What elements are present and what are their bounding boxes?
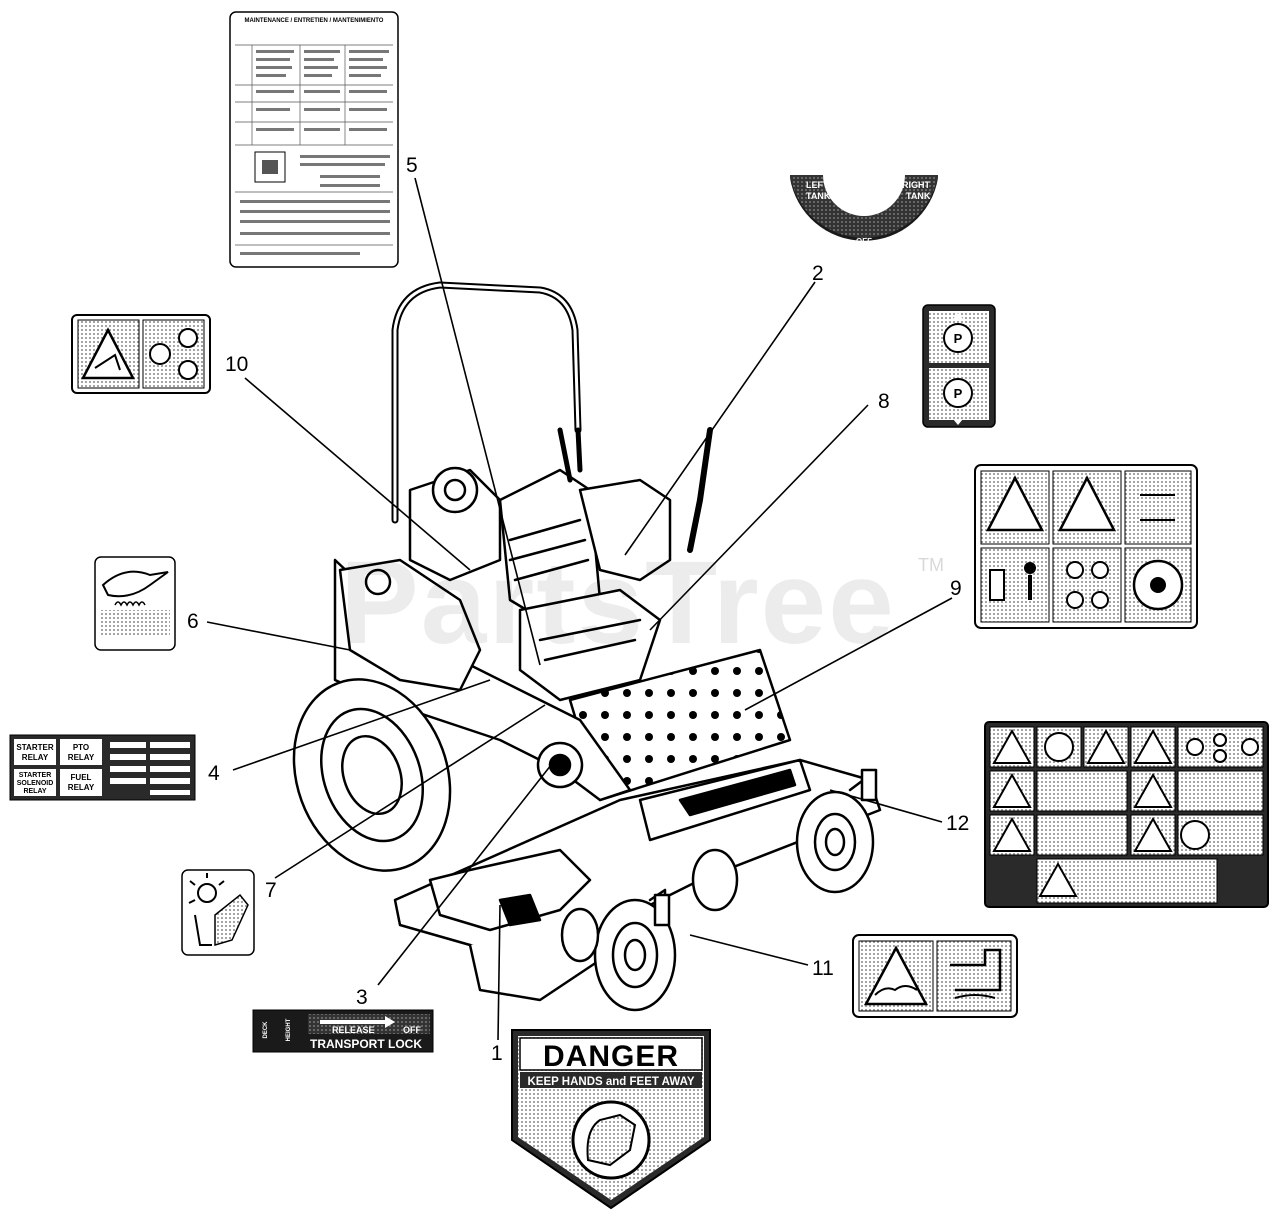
- safety-warning-decal-large: [984, 721, 1269, 908]
- svg-text:RELAY: RELAY: [22, 753, 49, 762]
- watermark: PartsTree: [340, 537, 896, 669]
- danger-subtitle: KEEP HANDS and FEET AWAY: [528, 1076, 695, 1088]
- callout-6: 6: [187, 610, 199, 633]
- transport-lock-title: TRANSPORT LOCK: [310, 1037, 422, 1051]
- maintenance-title: MAINTENANCE / ENTRETIEN / MANTENIMIENTO: [245, 18, 384, 24]
- svg-text:RELAY: RELAY: [23, 788, 46, 795]
- safety-warning-decal-6panel: [974, 464, 1198, 629]
- leader-lines: [206, 177, 953, 1041]
- callout-5: 5: [406, 154, 418, 177]
- fuel-relay-label: FUEL: [71, 773, 92, 782]
- svg-text:P: P: [954, 331, 963, 346]
- svg-text:P: P: [954, 386, 963, 401]
- transport-lock-decal: DECK HEIGHT RELEASE OFF TRANSPORT LOCK: [252, 1009, 434, 1053]
- relay-decal: STARTER RELAY PTO RELAY STARTER SOLENOID…: [9, 734, 196, 801]
- danger-decal: DANGER KEEP HANDS and FEET AWAY: [511, 1029, 711, 1210]
- callout-8: 8: [878, 390, 890, 413]
- callout-9: 9: [950, 577, 962, 600]
- hand-burn-decal: [181, 869, 255, 956]
- callout-7: 7: [265, 879, 277, 902]
- callout-12: 12: [946, 812, 970, 835]
- svg-text:TANK: TANK: [906, 191, 931, 201]
- release-label: RELEASE: [332, 1025, 375, 1035]
- off-label: OFF: [856, 237, 872, 246]
- svg-text:RELAY: RELAY: [68, 783, 95, 792]
- rollover-warning-decal: [71, 314, 211, 394]
- right-tank-label: RIGHT: [902, 180, 931, 190]
- starter-relay-label: STARTER: [16, 743, 53, 752]
- pto-relay-label: PTO: [73, 743, 89, 752]
- callout-10: 10: [225, 353, 249, 376]
- svg-text:TANK: TANK: [806, 191, 831, 201]
- deck-warning-decal: [852, 934, 1018, 1018]
- off-label-2: OFF: [403, 1025, 421, 1035]
- maintenance-decal: MAINTENANCE / ENTRETIEN / MANTENIMIENTO: [229, 11, 399, 268]
- left-tank-label: LEFT: [806, 180, 829, 190]
- svg-text:RELAY: RELAY: [68, 753, 95, 762]
- callout-1: 1: [491, 1042, 503, 1065]
- callout-11: 11: [812, 957, 834, 980]
- callout-2: 2: [812, 262, 824, 285]
- callout-4: 4: [208, 762, 220, 785]
- parking-brake-decal: P P: [922, 304, 996, 428]
- svg-text:DECK: DECK: [263, 1021, 269, 1039]
- fuel-valve-decal: LEFT TANK RIGHT TANK OFF: [790, 134, 938, 246]
- zero-turn-mower: [292, 281, 882, 1012]
- svg-text:HEIGHT: HEIGHT: [286, 1018, 292, 1041]
- callout-3: 3: [356, 986, 368, 1009]
- watermark-tm: TM: [918, 555, 944, 575]
- hot-surface-decal: [94, 556, 176, 651]
- svg-text:SOLENOID: SOLENOID: [17, 780, 54, 787]
- starter-solenoid-label: STARTER: [19, 772, 52, 779]
- danger-title: DANGER: [543, 1040, 679, 1073]
